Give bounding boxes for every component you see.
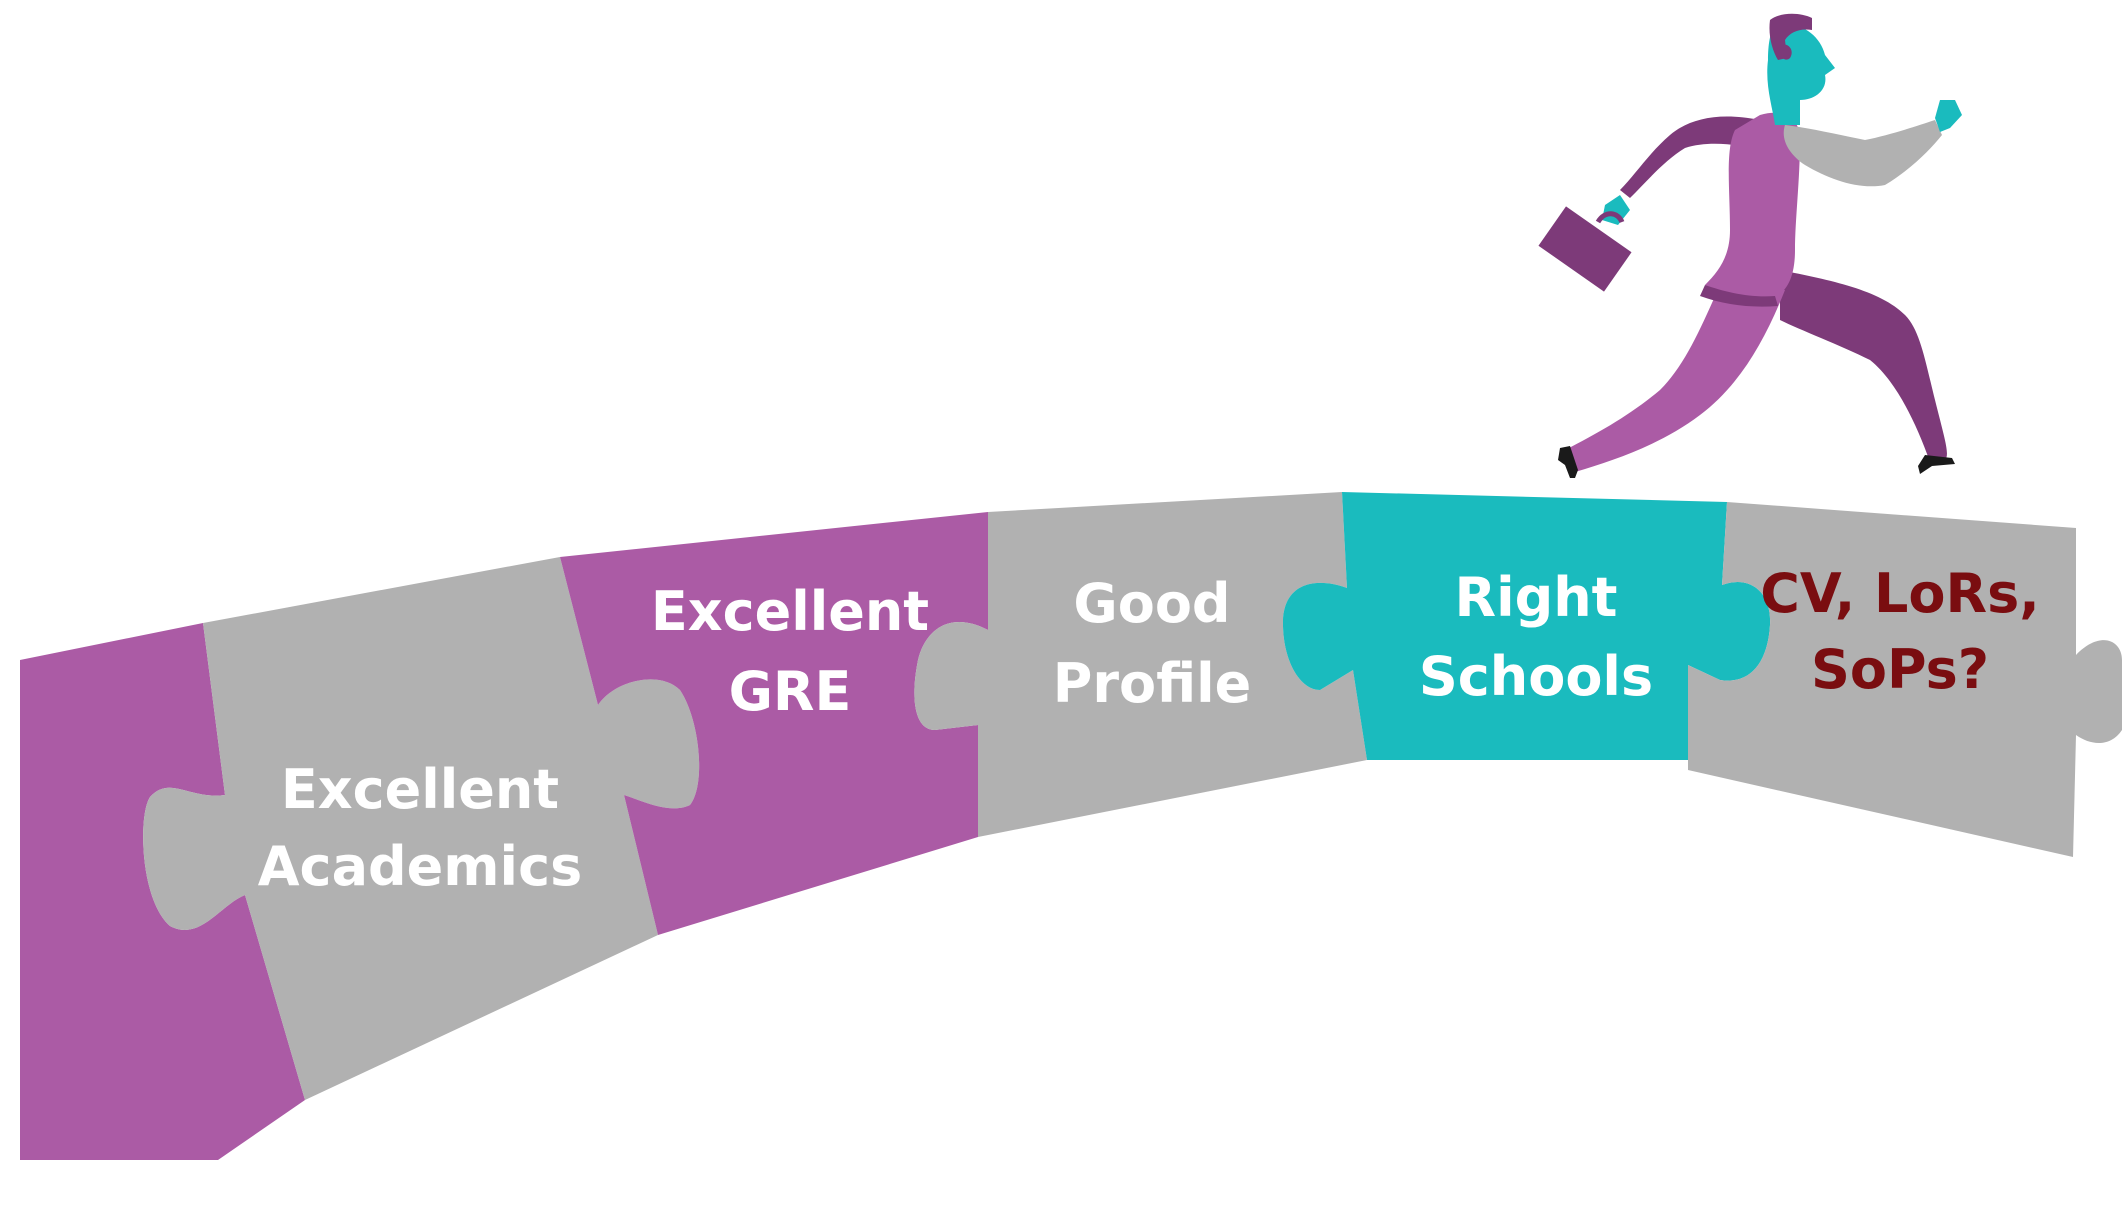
label-excellent-gre-line1: Excellent bbox=[651, 580, 929, 643]
front-shoe bbox=[1558, 446, 1578, 478]
back-shoe bbox=[1918, 455, 1955, 474]
front-hand bbox=[1935, 100, 1962, 132]
briefcase-handle bbox=[1595, 211, 1625, 224]
front-arm bbox=[1783, 120, 1942, 187]
puzzle-piece-excellent-academics bbox=[143, 557, 700, 1100]
back-hand bbox=[1602, 195, 1630, 225]
back-arm bbox=[1620, 116, 1760, 198]
label-cv-lors-sops-line2: SoPs? bbox=[1811, 638, 1989, 701]
label-right-schools-line1: Right bbox=[1454, 566, 1617, 629]
puzzle-piece-cv-lors-sops bbox=[1688, 502, 2122, 857]
back-leg bbox=[1780, 270, 1947, 462]
briefcase-icon bbox=[1538, 206, 1632, 292]
label-excellent-academics-line1: Excellent bbox=[281, 758, 559, 821]
front-leg bbox=[1563, 285, 1785, 472]
running-businessman-icon bbox=[1538, 13, 1962, 478]
label-good-profile-line2: Profile bbox=[1053, 652, 1251, 715]
puzzle-piece-right-schools bbox=[1282, 492, 1771, 760]
label-excellent-gre-line2: GRE bbox=[729, 660, 852, 723]
label-right-schools-line2: Schools bbox=[1419, 645, 1653, 708]
puzzle-piece-excellent-gre bbox=[560, 512, 988, 935]
label-cv-lors-sops-line1: CV, LoRs, bbox=[1760, 562, 2040, 625]
puzzle-piece-purple-start bbox=[20, 623, 305, 1160]
ear bbox=[1780, 44, 1792, 60]
label-excellent-academics-line2: Academics bbox=[258, 835, 582, 898]
puzzle-piece-good-profile bbox=[914, 492, 1367, 837]
label-good-profile-line1: Good bbox=[1073, 572, 1230, 635]
torso bbox=[1705, 112, 1800, 301]
belt bbox=[1700, 285, 1778, 307]
